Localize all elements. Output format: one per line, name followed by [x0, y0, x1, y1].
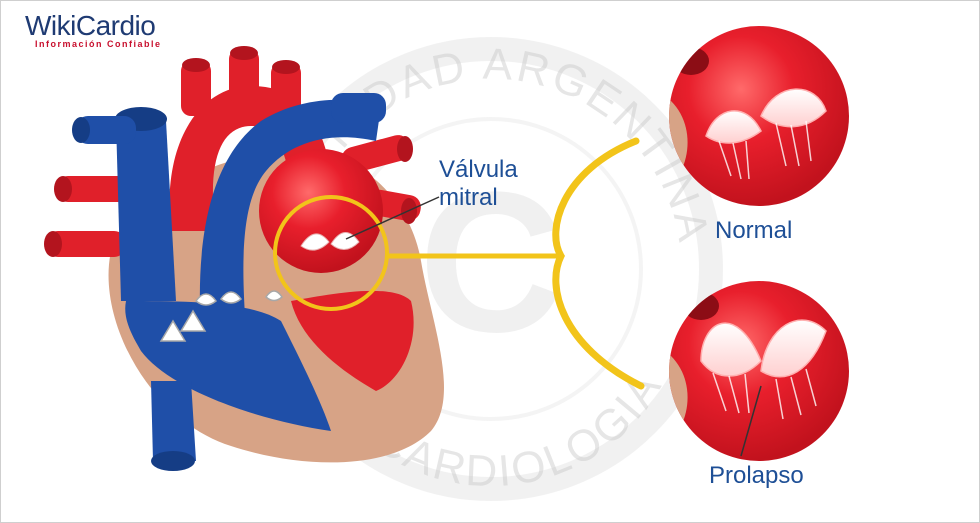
mitral-valve-label: Válvula mitral	[439, 156, 518, 212]
pulmonary-artery	[199, 99, 381, 331]
zoom-bracket	[552, 137, 645, 390]
wikicardio-logo: WikiCardio Información Confiable	[25, 10, 162, 50]
heart-illustration	[44, 46, 444, 471]
tricuspid-valve	[159, 290, 283, 342]
normal-label: Normal	[715, 217, 793, 244]
logo-name: WikiCardio	[25, 10, 156, 41]
mitral-valve-label-line1: Válvula	[439, 156, 518, 183]
left-ventricle	[291, 290, 414, 391]
prolapse-pointer-line	[740, 385, 762, 457]
valve-pointer-line	[345, 196, 440, 240]
superior-vena-cava	[116, 121, 176, 301]
left-atrium	[259, 149, 383, 273]
normal-valve-detail	[669, 26, 849, 206]
mitral-highlight-circle	[273, 195, 389, 311]
inferior-vena-cava	[151, 381, 196, 461]
mitral-valve-label-line2: mitral	[439, 184, 498, 211]
logo-tagline: Información Confiable	[35, 39, 162, 49]
prolapse-valve-detail	[669, 281, 849, 461]
aortic-branches	[181, 46, 301, 118]
watermark-letter: C	[419, 151, 563, 374]
watermark-seal: C	[259, 37, 723, 501]
pulmonary-veins-left	[44, 176, 136, 257]
prolapse-label: Prolapso	[709, 462, 804, 489]
